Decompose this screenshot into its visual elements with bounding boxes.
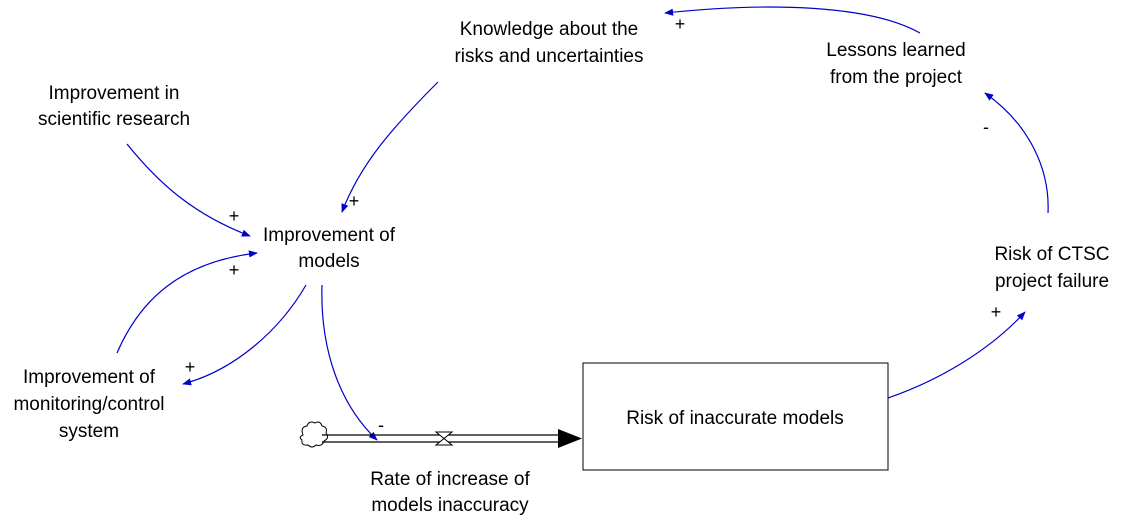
link-monitoring-to-models <box>116 250 258 354</box>
stock-box <box>582 362 889 471</box>
node-models: Improvement of models <box>263 225 396 272</box>
link-stock-to-ctsc <box>887 311 1026 399</box>
node-knowledge-line2: risks and uncertainties <box>454 46 643 67</box>
polarity-knowledge-to-models: + <box>349 191 360 211</box>
link-research-to-models <box>126 143 251 237</box>
node-models-line1: Improvement of <box>263 225 396 246</box>
node-monitoring: Improvement of monitoring/control system <box>13 367 164 442</box>
node-risk-ctsc-line1: Risk of CTSC <box>994 244 1109 265</box>
node-lessons: Lessons learned from the project <box>826 40 965 88</box>
node-lessons-line2: from the project <box>830 67 963 88</box>
node-knowledge: Knowledge about the risks and uncertaint… <box>454 19 643 67</box>
node-models-line2: models <box>298 251 359 272</box>
link-lessons-to-knowledge <box>664 6 921 34</box>
node-monitoring-line2: monitoring/control <box>13 394 164 415</box>
node-monitoring-line3: system <box>59 421 119 442</box>
valve-icon <box>434 431 454 446</box>
node-research-line2: scientific research <box>38 109 190 130</box>
stock-label: Risk of inaccurate models <box>626 408 844 429</box>
polarity-models-to-rate: - <box>378 415 384 435</box>
node-risk-ctsc: Risk of CTSC project failure <box>994 244 1109 292</box>
link-knowledge-to-models <box>341 81 439 213</box>
node-knowledge-line1: Knowledge about the <box>460 19 639 40</box>
link-ctsc-to-lessons <box>984 92 1049 214</box>
node-monitoring-line1: Improvement of <box>23 367 156 388</box>
node-lessons-line1: Lessons learned <box>826 40 965 61</box>
node-risk-ctsc-line2: project failure <box>995 271 1109 292</box>
polarity-models-to-monitoring: + <box>185 357 196 377</box>
polarity-ctsc-to-lessons: - <box>983 117 989 137</box>
node-research: Improvement in scientific research <box>38 83 190 130</box>
cloud-icon <box>299 421 329 448</box>
polarity-lessons-to-knowledge: + <box>675 14 686 34</box>
link-models-to-rate <box>321 284 378 441</box>
node-research-line1: Improvement in <box>49 83 180 104</box>
polarity-monitoring-to-models: + <box>229 260 240 280</box>
node-rate-line2: models inaccuracy <box>371 495 529 516</box>
polarity-stock-to-ctsc: + <box>991 302 1002 322</box>
polarity-research-to-models: + <box>229 206 240 226</box>
link-models-to-monitoring <box>182 284 307 386</box>
node-rate: Rate of increase of models inaccuracy <box>370 469 530 516</box>
node-rate-line1: Rate of increase of <box>370 469 530 490</box>
